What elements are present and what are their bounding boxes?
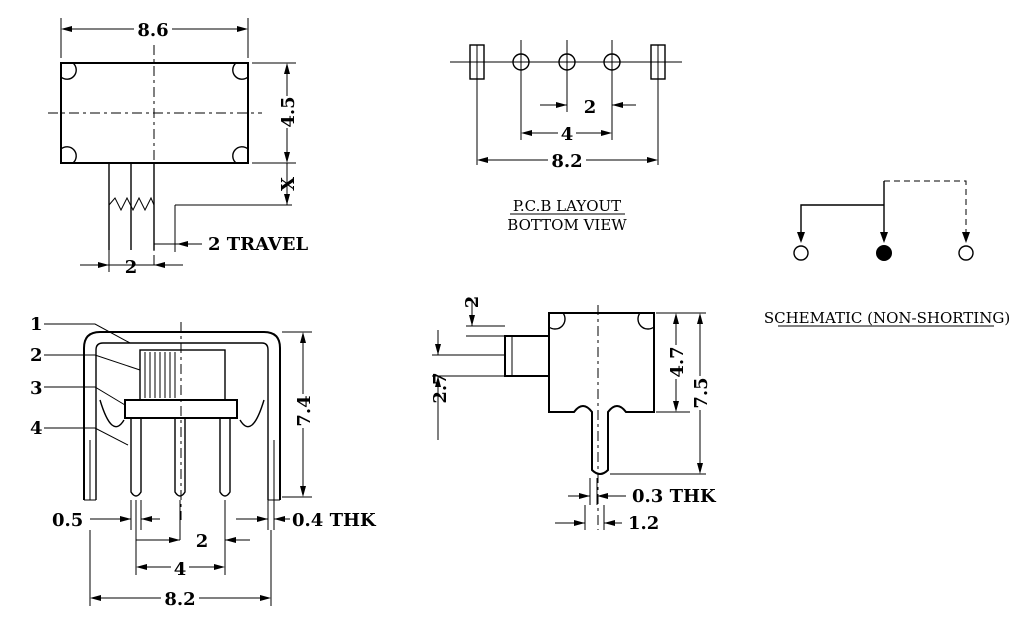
front-dim-4: 4 [174,559,187,580]
dim-stem-2: 2 [125,257,138,278]
pcb-dim-8-2: 8.2 [551,151,582,172]
schematic: SCHEMATIC (NON-SHORTING) [764,180,1010,327]
dim-8-6-top: 8.6 [137,20,168,41]
pcb-layout: 2 4 8.2 P.C.B LAYOUT BOTTOM VIEW [450,40,682,234]
dim-0-3-thk: 0.3 THK [632,486,717,507]
part-label-2: 2 [30,345,43,366]
front-view: 1 2 3 4 [30,314,377,610]
dim-x: X [278,177,299,191]
side-view: 2 2.7 4.7 7.5 0.3 THK [430,296,717,534]
dim-7-4: 7.4 [294,395,315,426]
part-label-4: 4 [30,418,43,439]
schematic-caption: SCHEMATIC (NON-SHORTING) [764,309,1010,327]
dim-4-5: 4.5 [278,96,299,127]
dim-0-4-thk: 0.4 THK [292,510,377,531]
pcb-dim-4: 4 [561,124,574,145]
dim-4-7: 4.7 [667,346,688,377]
dim-knob-2: 2 [462,296,483,309]
front-dim-2: 2 [196,531,209,552]
dim-0-5: 0.5 [52,510,83,531]
pcb-title-line2: BOTTOM VIEW [507,216,627,234]
part-label-3: 3 [30,378,43,399]
dim-7-5: 7.5 [691,377,712,408]
part-label-1: 1 [30,314,43,335]
pcb-dim-2: 2 [584,97,597,118]
front-dim-8-2: 8.2 [164,589,195,610]
top-view: 8.6 4.5 X 2 TRAVEL [48,18,308,278]
dim-2-7: 2.7 [430,372,451,403]
dim-travel: 2 TRAVEL [208,234,308,255]
pcb-title-line1: P.C.B LAYOUT [513,197,621,215]
dim-1-2: 1.2 [628,513,659,534]
